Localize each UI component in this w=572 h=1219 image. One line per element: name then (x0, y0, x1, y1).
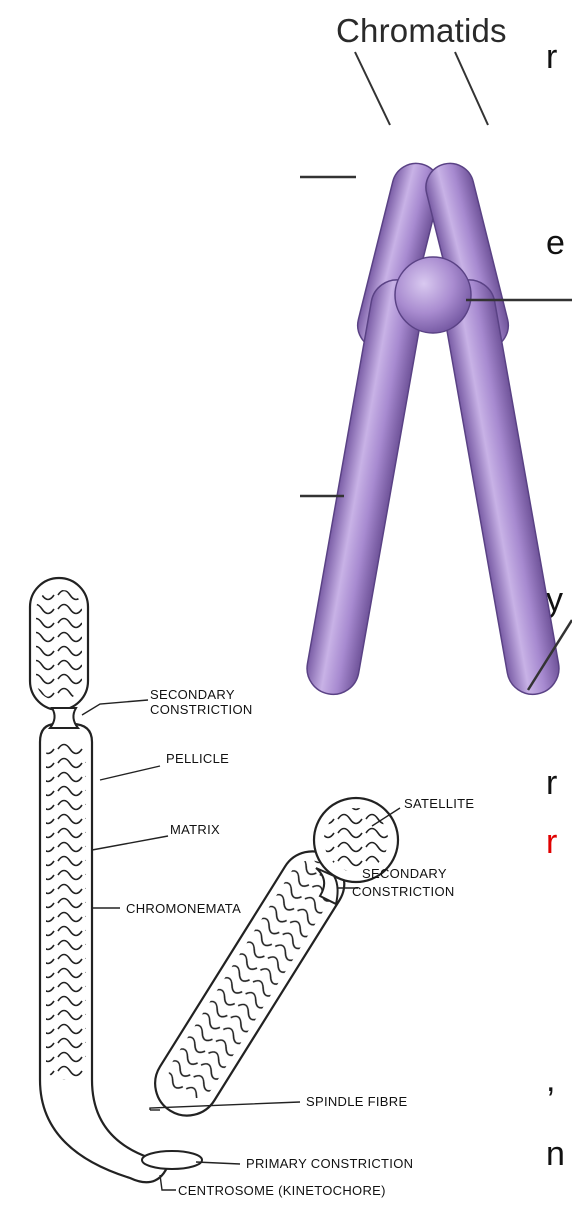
label-secondary-constriction-1b: CONSTRICTION (150, 702, 253, 717)
primary-constriction-ring (142, 1151, 202, 1169)
label-matrix: MATRIX (170, 822, 220, 837)
label-primary-constriction: PRIMARY CONSTRICTION (246, 1156, 413, 1171)
label-spindle-fibre: SPINDLE FIBRE (306, 1094, 407, 1109)
label-centrosome: CENTROSOME (KINETOCHORE) (178, 1183, 386, 1198)
label-secondary-constriction-2a: SECONDARY (362, 866, 447, 881)
label-secondary-constriction-1a: SECONDARY (150, 687, 235, 702)
label-pellicle: PELLICLE (166, 751, 229, 766)
label-satellite: SATELLITE (404, 796, 474, 811)
label-secondary-constriction-2b: CONSTRICTION (352, 884, 455, 899)
label-chromonemata: CHROMONEMATA (126, 901, 241, 916)
